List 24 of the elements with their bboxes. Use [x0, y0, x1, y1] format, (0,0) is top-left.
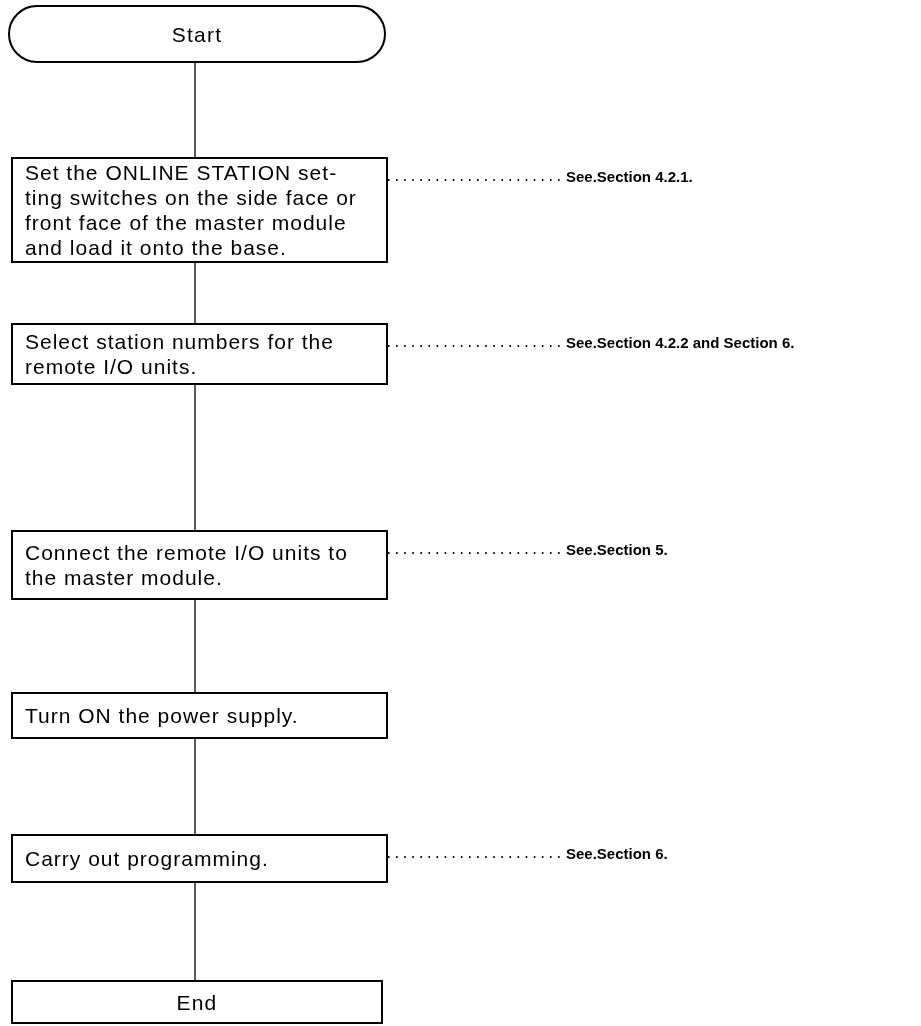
section-reference: See.Section 4.2.2 and Section 6.	[566, 334, 795, 352]
connector-line	[194, 384, 196, 531]
step-text: Turn ON the power supply.	[25, 703, 300, 728]
section-reference: See.Section 5.	[566, 541, 668, 559]
step-text: Connect the remote I/O units to the master module.	[25, 540, 349, 590]
process-box	[11, 323, 388, 385]
process-box	[11, 980, 383, 1024]
step-text: Start	[171, 21, 223, 47]
section-reference: See.Section 6.	[566, 845, 668, 863]
section-reference: See.Section 4.2.1.	[566, 168, 693, 186]
step-text: Set the ONLINE STATION set-ting switches on the side face or front face of the master module and load it onto the base.	[25, 160, 358, 260]
connector-line	[194, 882, 196, 981]
step-text: Select station numbers for the remote I/O units.	[25, 329, 335, 379]
connector-line	[194, 738, 196, 835]
terminal-shape	[8, 5, 386, 63]
process-box	[11, 692, 388, 739]
step-text: End	[176, 989, 218, 1015]
connector-line	[194, 262, 196, 324]
connector-line	[194, 62, 196, 158]
connector-line	[194, 599, 196, 693]
process-box	[11, 530, 388, 600]
step-text: Carry out programming.	[25, 846, 270, 871]
process-box	[11, 157, 388, 263]
process-box	[11, 834, 388, 883]
